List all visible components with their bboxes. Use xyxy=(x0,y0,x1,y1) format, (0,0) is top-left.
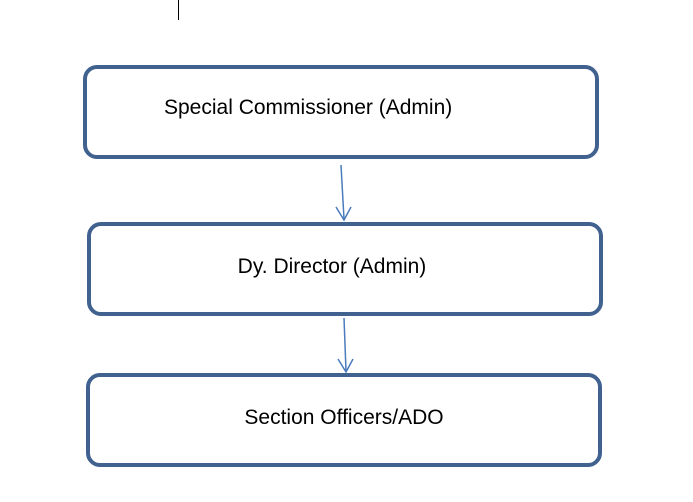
node-section-officers: Section Officers/ADO xyxy=(86,373,602,467)
node-label: Dy. Director (Admin) xyxy=(237,255,427,278)
node-dy-director: Dy. Director (Admin) xyxy=(87,222,603,316)
node-label: Special Commissioner (Admin) xyxy=(164,96,453,119)
text-cursor xyxy=(178,0,179,20)
node-special-commissioner: Special Commissioner (Admin) xyxy=(83,65,599,159)
node-label: Section Officers/ADO xyxy=(244,406,444,429)
arrow-edge-2 xyxy=(337,317,354,374)
arrow-edge-1 xyxy=(335,164,352,222)
